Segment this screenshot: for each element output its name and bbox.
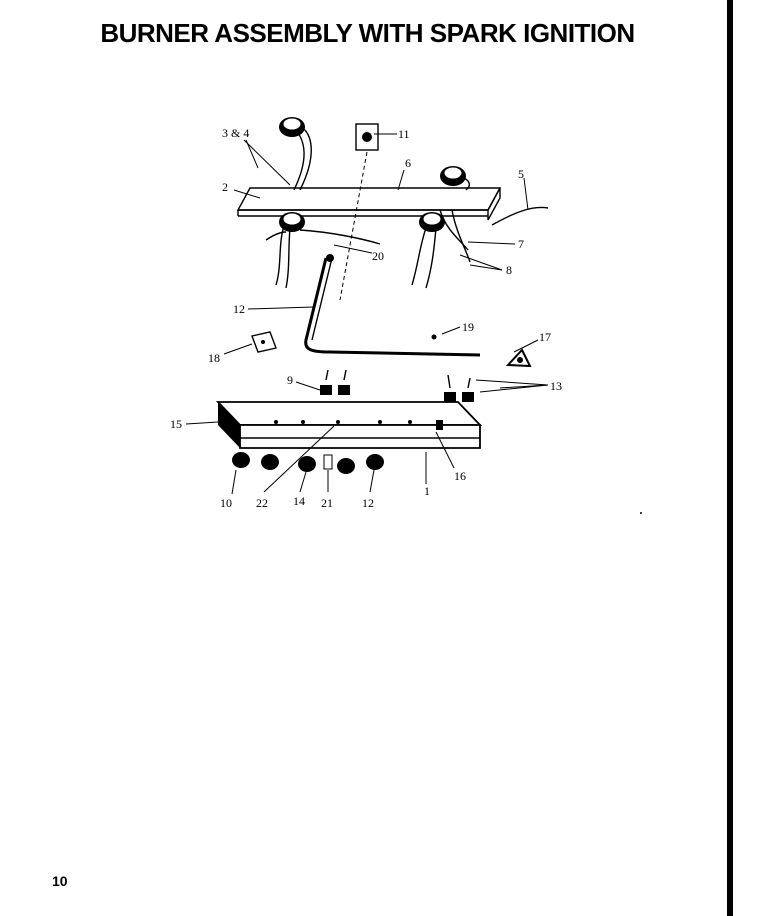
page-edge-rule	[727, 0, 733, 916]
callout-19: 19	[462, 320, 474, 334]
manifold-bar	[236, 187, 502, 221]
ignition-lead	[299, 229, 381, 245]
callout-13: 13	[550, 379, 562, 393]
callout-6: 6	[405, 156, 411, 170]
control-knobs	[232, 452, 384, 474]
callout-12-lower: 12	[362, 496, 374, 510]
leader-module	[339, 151, 368, 301]
callout-8: 8	[506, 263, 512, 277]
screw	[431, 334, 437, 340]
callout-2: 2	[222, 180, 228, 194]
leader-lines	[185, 133, 549, 495]
callout-20: 20	[372, 249, 384, 263]
callout-16: 16	[454, 469, 466, 483]
page-number: 10	[52, 873, 68, 889]
callout-11: 11	[398, 127, 410, 141]
ignition-wire	[491, 206, 549, 226]
burner-front-right	[411, 209, 471, 289]
callout-18: 18	[208, 351, 220, 365]
callout-1: 1	[424, 484, 430, 498]
callout-3-4: 3 & 4	[222, 126, 249, 140]
callout-22: 22	[256, 496, 268, 510]
callout-12-upper: 12	[233, 302, 245, 316]
callout-5: 5	[518, 167, 524, 181]
bracket	[251, 331, 277, 353]
electrode-clip	[505, 348, 532, 368]
callout-15: 15	[170, 417, 182, 431]
burner-back-right	[440, 166, 471, 191]
callout-21: 21	[321, 496, 333, 510]
callout-17: 17	[539, 330, 551, 344]
page-title: BURNER ASSEMBLY WITH SPARK IGNITION	[100, 18, 635, 48]
valves	[320, 369, 474, 402]
callout-7: 7	[518, 237, 524, 251]
spark-module	[355, 123, 379, 151]
callout-9: 9	[287, 373, 293, 387]
burner-back-left	[279, 117, 312, 191]
burner-front-left	[265, 212, 305, 289]
stray-dot	[640, 512, 642, 514]
callout-14: 14	[293, 494, 305, 508]
callout-10: 10	[220, 496, 232, 510]
control-panel	[215, 401, 483, 449]
gas-supply-tube	[304, 254, 481, 357]
